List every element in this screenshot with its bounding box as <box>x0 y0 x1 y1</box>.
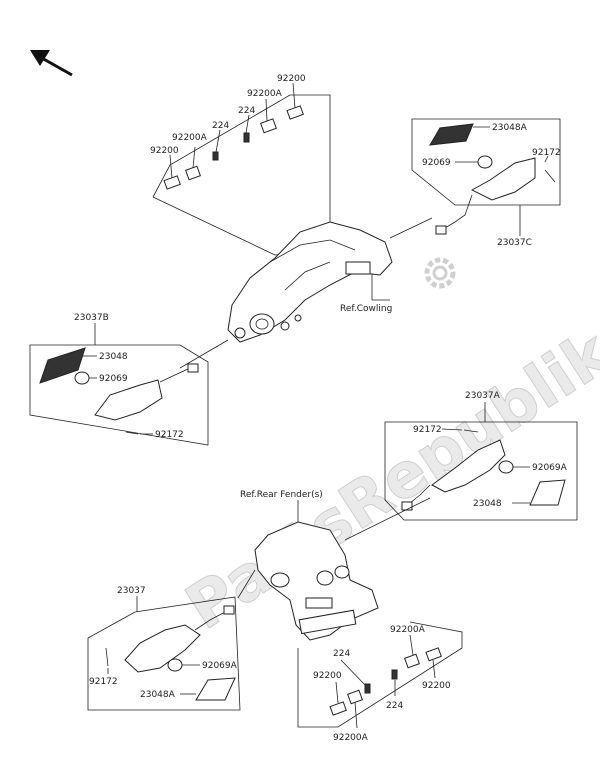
plate-92200-rear-left <box>329 701 347 716</box>
lens-23048-rear <box>529 479 566 506</box>
signal-body-23037c <box>470 157 536 201</box>
label-23048-rear: 23048 <box>473 499 502 509</box>
label-92200a-rear-bottom: 92200A <box>333 733 369 743</box>
bulb-92069-front-right <box>477 155 493 169</box>
bolt-224-rear-left <box>364 683 371 694</box>
lens-23048a <box>429 123 474 146</box>
label-92200-left: 92200 <box>150 146 179 156</box>
label-92069-front-left: 92069 <box>99 374 128 384</box>
label-92200a-rear-top: 92200A <box>390 625 426 635</box>
front-left-signal: 23037B 23048 92069 92172 <box>29 313 209 446</box>
ref-rear-fender: Ref.Rear Fender(s) <box>240 490 323 500</box>
bulb-92069a-rear-left <box>167 658 183 672</box>
label-23048a-rear: 23048A <box>140 690 176 700</box>
bolt-224-left <box>212 151 219 161</box>
label-23048a: 23048A <box>492 123 528 133</box>
label-224-rear-right: 224 <box>386 701 403 711</box>
label-92200a-left: 92200A <box>172 133 208 143</box>
label-92069a-rear-left: 92069A <box>202 661 238 671</box>
rear-left-signal: 23037 92172 92069A 23048A <box>87 586 241 711</box>
bolt-224-rear-right <box>391 669 398 680</box>
label-23037c: 23037C <box>497 238 532 248</box>
label-23048: 23048 <box>99 352 128 362</box>
signal-body-23037a <box>431 439 506 493</box>
label-92200-right: 92200 <box>277 74 306 84</box>
front-top-hardware: 92200 92200A 224 224 92200A 92200 <box>150 74 331 256</box>
rear-fender-bracket: Ref.Rear Fender(s) <box>237 490 431 641</box>
label-224-right: 224 <box>238 106 255 116</box>
label-23037: 23037 <box>117 586 146 596</box>
lens-23048a-rear <box>195 677 236 701</box>
plate-92200a-rear-top <box>404 653 420 669</box>
label-224-left: 224 <box>212 121 229 131</box>
label-92172-rear-right: 92172 <box>413 425 442 435</box>
gear-icon <box>424 257 456 289</box>
label-92172-rear-left: 92172 <box>89 677 118 687</box>
signal-body-23037b <box>94 379 163 421</box>
front-right-signal: 23048A 92069 92172 23037C <box>411 118 561 248</box>
front-bracket: Ref.Cowling <box>179 217 433 369</box>
plate-92200-right <box>286 105 304 120</box>
label-23037a: 23037A <box>465 391 501 401</box>
label-23037b: 23037B <box>74 313 109 323</box>
ref-cowling: Ref.Cowling <box>340 304 392 314</box>
label-224-rear-left: 224 <box>333 649 350 659</box>
lens-23048 <box>39 347 86 384</box>
plate-92200a-right <box>260 118 277 134</box>
bolt-224-right <box>243 132 250 143</box>
label-92069-front-right: 92069 <box>422 158 451 168</box>
plate-92200a-left <box>185 165 201 181</box>
watermark-text: PartsRepublik <box>173 315 600 644</box>
bulb-92069a-rear-right <box>498 460 514 474</box>
rear-bottom-hardware: 92200A 92200 224 224 92200 92200A <box>297 621 463 743</box>
plate-92200a-rear-bottom <box>347 689 363 705</box>
bulb-92069-front-left <box>74 371 90 385</box>
plate-92200-rear-right <box>425 647 442 662</box>
label-92069a-rear-right: 92069A <box>532 463 568 473</box>
arrow-front-icon <box>30 50 73 77</box>
label-92200a-right: 92200A <box>247 89 283 99</box>
label-92200-rear-right: 92200 <box>422 681 451 691</box>
signal-body-23037 <box>124 624 201 673</box>
label-92172-front-right: 92172 <box>532 148 561 158</box>
rear-right-signal: 23037A 92172 92069A 23048 <box>384 391 578 521</box>
label-92200-rear-left: 92200 <box>313 671 342 681</box>
label-92172-front-left: 92172 <box>155 430 184 440</box>
plate-92200-left <box>163 175 181 190</box>
